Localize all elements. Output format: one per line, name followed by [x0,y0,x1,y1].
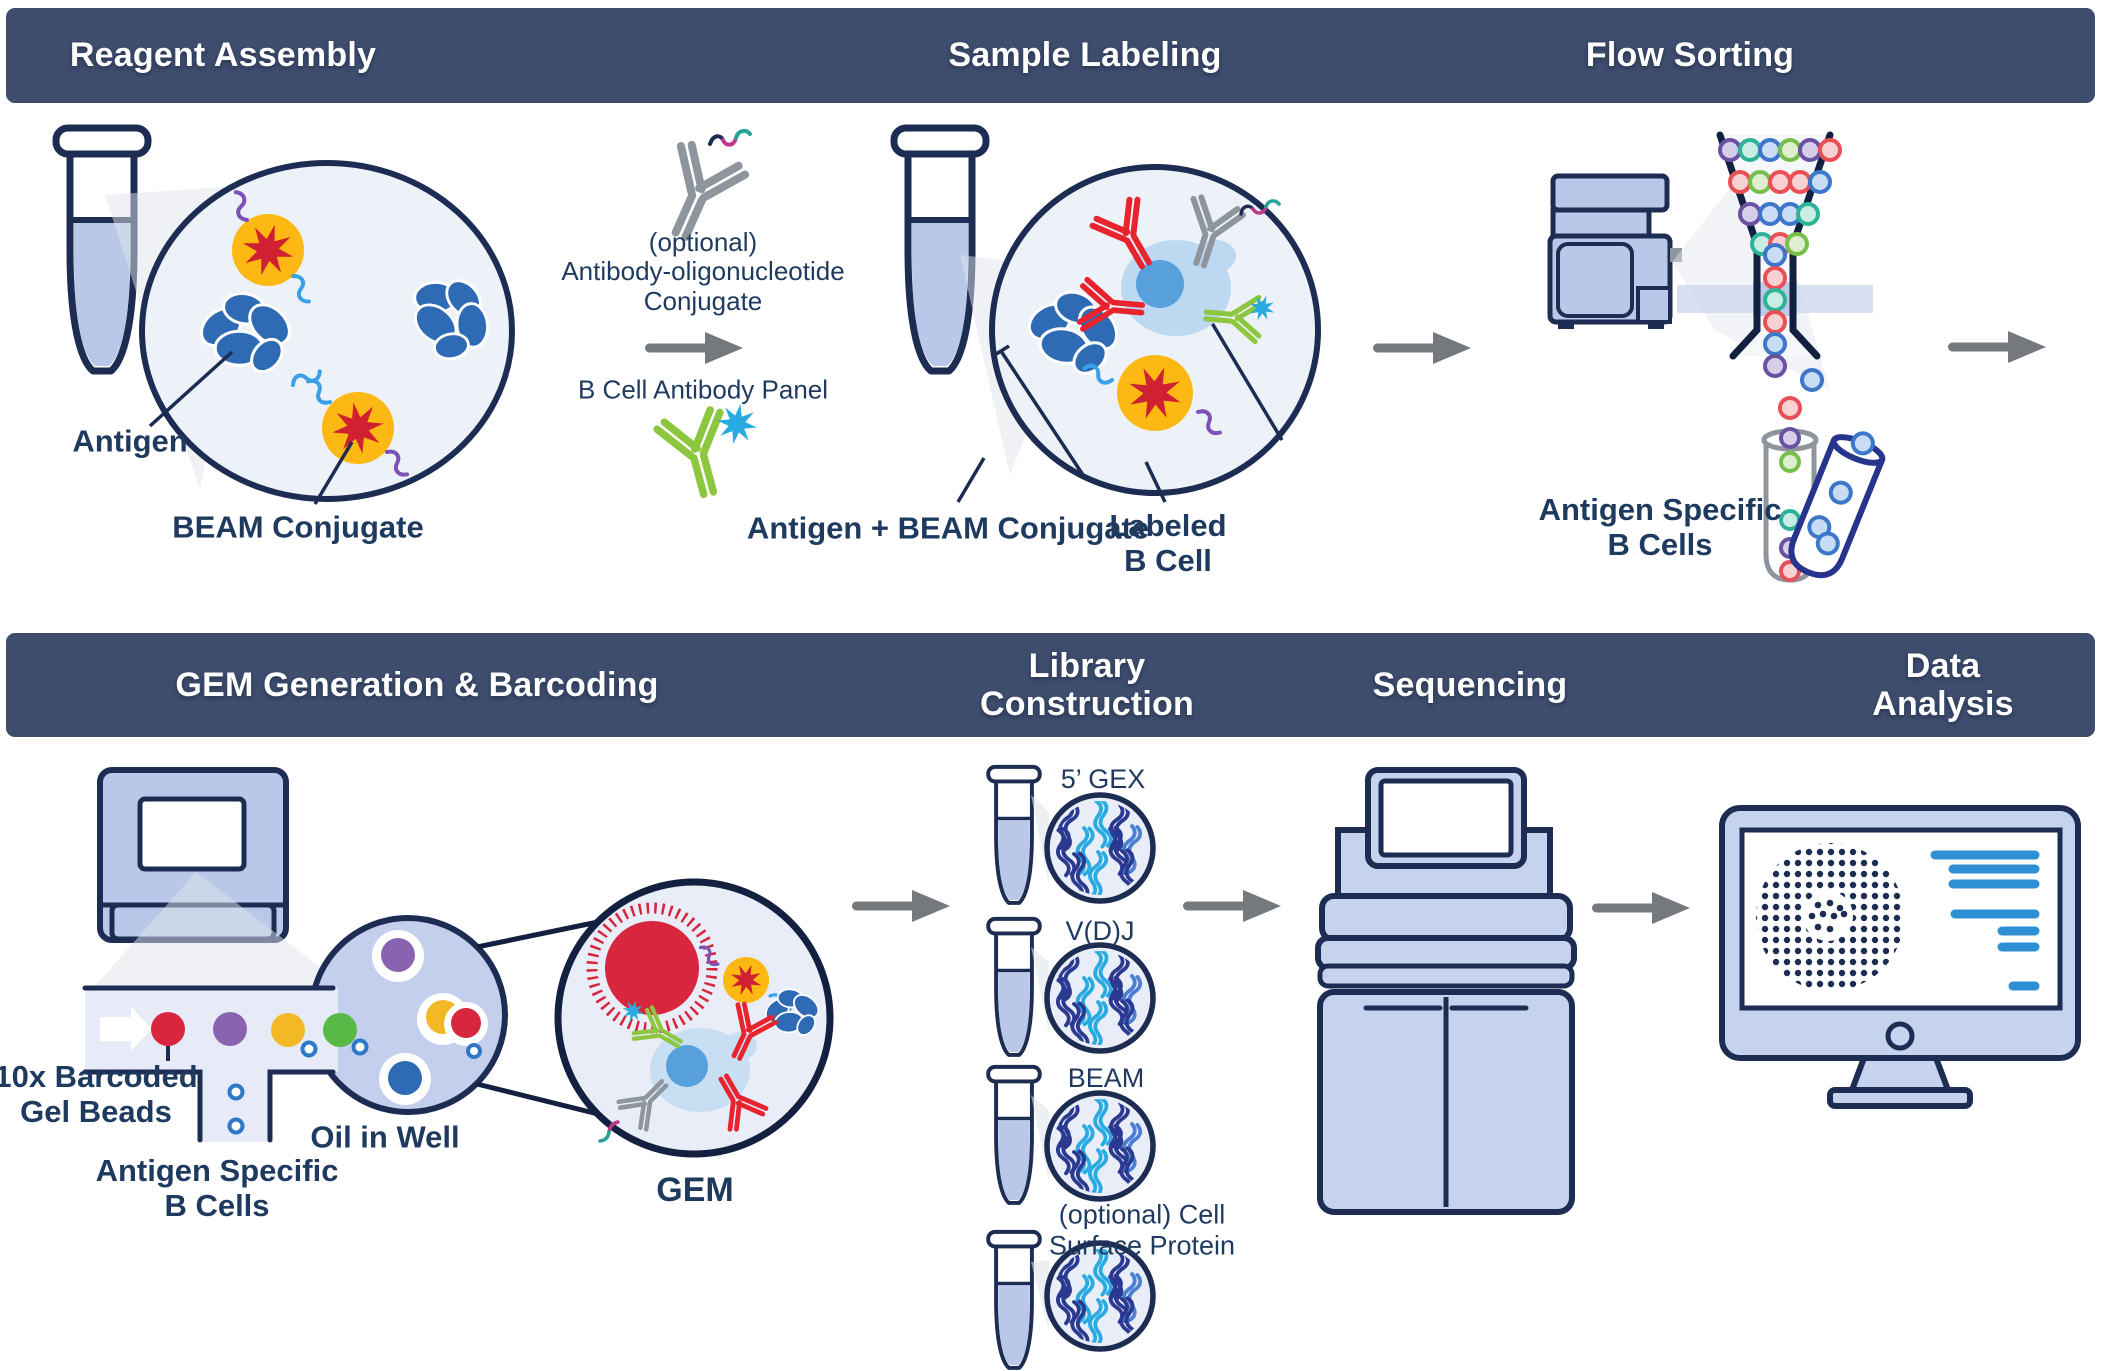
header-sequencing: Sequencing [1372,665,1568,704]
antibody-oligo-icon [1175,195,1281,272]
analysis-lines [1930,850,2040,991]
gel-bead [151,1012,185,1046]
leader-line [313,441,354,505]
beam-conjugate-icon [1082,355,1222,438]
gel-bead [323,1013,357,1047]
top-header-bar [6,8,2095,103]
flow-cytometer-icon [1547,173,1682,329]
antibody-oligo-icon [648,128,752,249]
gel-beads-label: 10x Barcoded Gel Beads [0,1058,198,1129]
library-tube-icon [986,916,1042,1057]
antibody-oligo-icon [598,1070,678,1143]
bottom-header-bar [6,633,2095,737]
tube-cell-surface-label: (optional) Cell Surface Protein [1048,1199,1236,1261]
leader-line [999,350,1087,479]
gel-bead [213,1012,247,1046]
arrow-icon [1373,332,1471,364]
beam-conjugate-icon [698,943,792,1016]
b-cell-antibody-panel-label: B Cell Antibody Panel [577,374,829,405]
library-tube-icon [986,1229,1042,1370]
sample-labeling-section [894,128,1471,503]
header-sample-labeling: Sample Labeling [948,35,1222,74]
arrow-icon [852,890,950,922]
library-construction-section [986,764,1281,1370]
gel-bead [271,1013,305,1047]
antigen-beam-conjugate-label: Antigen + BEAM Conjugate [746,510,1150,546]
flow-sorting-section [1547,131,2046,583]
collection-tube-icon [1788,431,1886,579]
magnifier-beam [95,872,345,986]
data-analysis-section [1719,805,2081,1109]
beam-conjugate-icon [227,190,313,304]
tube-vdj-label: V(D)J [1065,915,1135,946]
library-tube-icon [986,764,1042,905]
tube-5gex-label: 5’ GEX [1060,763,1146,794]
library-tube-icon [986,1064,1042,1205]
gel-bead-in-emulsion [586,902,718,1034]
leader-line [1198,302,1284,441]
monitor-stand [1847,1055,1953,1093]
magnifier-line [476,919,599,950]
reagent-assembly-section [56,128,515,505]
magnifier-line [476,1081,599,1117]
beam-conjugate-icon [306,376,410,479]
monitor-button [1885,1021,1915,1051]
labeled-b-cell-label: Labeled B Cell [1109,507,1227,578]
header-flow-sorting: Flow Sorting [1585,35,1795,74]
header-library-construction: Library Construction [980,646,1194,723]
tsne-center-dots [1808,899,1848,933]
cell-dots [1718,138,1842,420]
flow-direction-arrow [100,1007,152,1051]
arrow-icon [645,332,743,364]
gem-label: GEM [656,1170,734,1209]
sequencer-icon [1315,767,1577,1215]
header-gem-generation: GEM Generation & Barcoding [175,665,659,704]
oil-well-contents [372,930,488,1105]
leader-line [148,350,234,428]
panel-antibody-icon [656,400,761,502]
beam-conjugate-label: BEAM Conjugate [172,509,424,545]
conjugate-step [645,128,761,502]
tube-beam-label: BEAM [1067,1062,1145,1093]
gem-generation-section [82,767,950,1158]
arrow-icon [1948,331,2046,363]
sequencing-section [1315,767,1690,1215]
arrow-icon [1183,890,1281,922]
arrow-icon [1592,892,1690,924]
header-data-analysis: Data Analysis [1872,646,2014,723]
optional-conjugate-label: (optional) Antibody-oligonucleotide Conj… [561,226,845,316]
monitor-icon [1719,805,2081,1109]
antigen-label: Antigen [72,423,188,459]
microfluidic-channel [82,985,369,1143]
oil-in-well-label: Oil in Well [310,1119,460,1155]
tube-icon [894,128,986,371]
flow-sorted-cells-label: Antigen Specific B Cells [1538,491,1782,562]
header-reagent-assembly: Reagent Assembly [69,35,377,74]
gem-b-cells-label: Antigen Specific B Cells [95,1152,339,1223]
